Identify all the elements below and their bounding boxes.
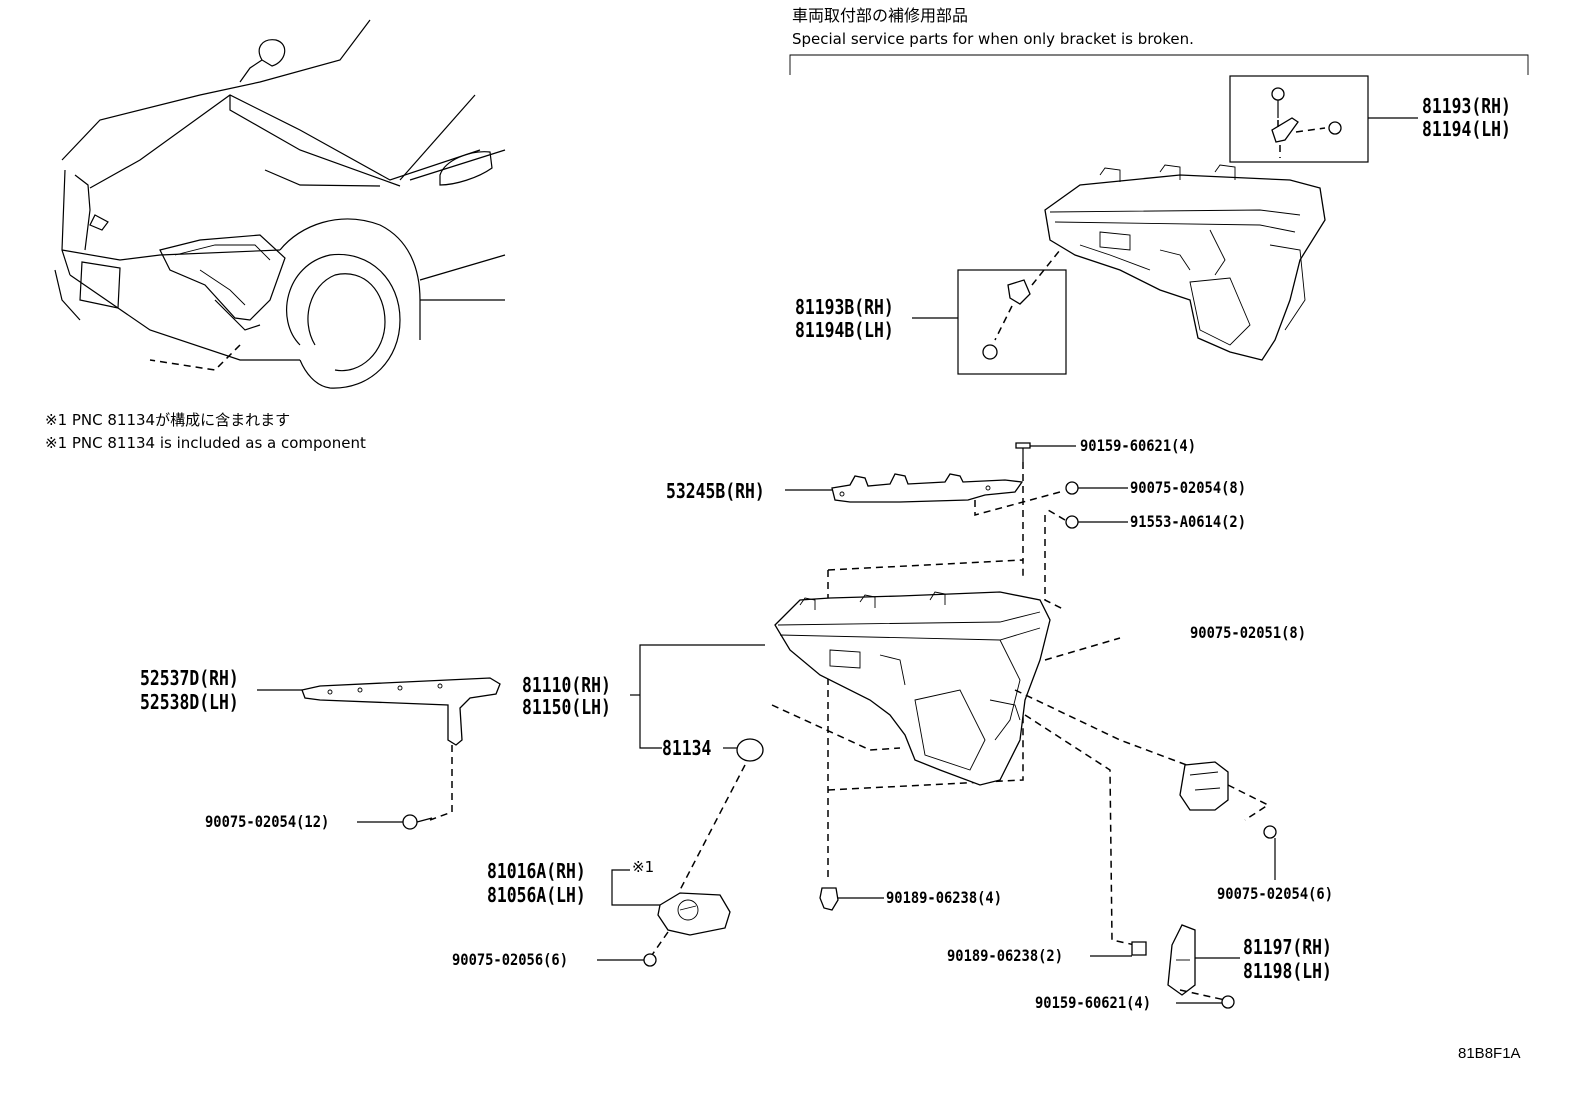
header-bracket-line <box>789 54 1529 75</box>
control-unit-81016a-illustration <box>657 892 731 936</box>
route-seal-down <box>679 764 746 891</box>
callout-81016a-rh: 81016A(RH) <box>487 859 586 883</box>
screw-90075-02056-icon <box>643 953 657 967</box>
callout-52538d-lh: 52538D(LH) <box>140 690 239 714</box>
illustration-code: 81B8F1A <box>1458 1045 1521 1062</box>
callout-81194-lh: 81194(LH) <box>1422 117 1511 141</box>
reference-mark: ※1 <box>632 858 655 876</box>
callout-91553: 91553-A0614(2) <box>1130 512 1246 531</box>
callout-81056a-lh: 81056A(LH) <box>487 883 586 907</box>
bracket-81197-illustration <box>1167 924 1196 996</box>
headlamp-main-illustration <box>774 591 1051 786</box>
route-81016a <box>651 931 669 956</box>
callout-90075-6: 90075-02054(6) <box>1217 884 1333 903</box>
seal-81134-icon <box>736 738 764 762</box>
route-52537d <box>429 745 453 821</box>
service-box-81193 <box>1229 75 1369 163</box>
callout-81150-lh: 81150(LH) <box>522 695 611 719</box>
callout-52537d-rh: 52537D(RH) <box>140 666 239 690</box>
vehicle-front-illustration <box>54 19 506 389</box>
note-jp: ※1 PNC 81134が構成に含まれます <box>45 411 291 429</box>
callout-81194b-lh: 81194B(LH) <box>795 318 894 342</box>
callout-81198-lh: 81198(LH) <box>1243 959 1332 983</box>
callout-90075-8: 90075-02054(8) <box>1130 478 1246 497</box>
clip-90189-2-icon <box>1131 941 1147 956</box>
headlamp-upper-illustration <box>1044 164 1326 361</box>
screw-90075-12-icon <box>402 814 433 830</box>
route-c <box>1044 515 1066 611</box>
callout-90159-bottom: 90159-60621(4) <box>1035 993 1151 1012</box>
bracket-52537d-illustration <box>301 677 501 746</box>
route-right-1 <box>1014 689 1201 771</box>
callout-81197-rh: 81197(RH) <box>1243 935 1332 959</box>
callout-81110-rh: 81110(RH) <box>522 673 611 697</box>
service-box-81193b <box>957 269 1067 375</box>
screw-90075-8-icon <box>1065 481 1079 495</box>
bracket-side-illustration <box>1179 761 1229 811</box>
callout-81193-rh: 81193(RH) <box>1422 94 1511 118</box>
callout-90189-4: 90189-06238(4) <box>886 888 1002 907</box>
bracket-53245b-illustration <box>831 473 1024 503</box>
screw-90075-6-icon <box>1263 825 1277 839</box>
leader-81110 <box>639 644 765 749</box>
route-b <box>974 491 1061 516</box>
callout-90159-top: 90159-60621(4) <box>1080 436 1196 455</box>
route-h <box>1044 637 1121 661</box>
route-right-3 <box>1227 784 1270 821</box>
route-right-2 <box>1024 714 1136 946</box>
callout-90075-12: 90075-02054(12) <box>205 812 330 831</box>
bracket-81193b-icon <box>982 249 1061 360</box>
bracket-81193-icon <box>1271 87 1342 158</box>
screw-91553-icon <box>1065 515 1079 529</box>
route-seal <box>771 704 901 751</box>
callout-81134: 81134 <box>662 736 712 760</box>
route-g <box>827 700 1024 791</box>
clip-90189-4-icon <box>819 887 839 911</box>
header-title-en: Special service parts for when only brac… <box>792 30 1194 48</box>
route-d <box>1047 509 1066 521</box>
header-title-jp: 車両取付部の補修用部品 <box>792 6 969 25</box>
callout-90189-2: 90189-06238(2) <box>947 946 1063 965</box>
route-e <box>827 559 1024 580</box>
callout-90075-02051: 90075-02051(8) <box>1190 623 1306 642</box>
callout-81193b-rh: 81193B(RH) <box>795 295 894 319</box>
leader-81016a <box>611 869 660 906</box>
screw-90159-bottom-icon <box>1221 995 1235 1009</box>
callout-53245b: 53245B(RH) <box>666 479 765 503</box>
note-en: ※1 PNC 81134 is included as a component <box>45 434 366 452</box>
callout-90075-02056: 90075-02056(6) <box>452 950 568 969</box>
route-81197 <box>1179 989 1226 1001</box>
bolt-90159-top-icon <box>1015 442 1031 462</box>
